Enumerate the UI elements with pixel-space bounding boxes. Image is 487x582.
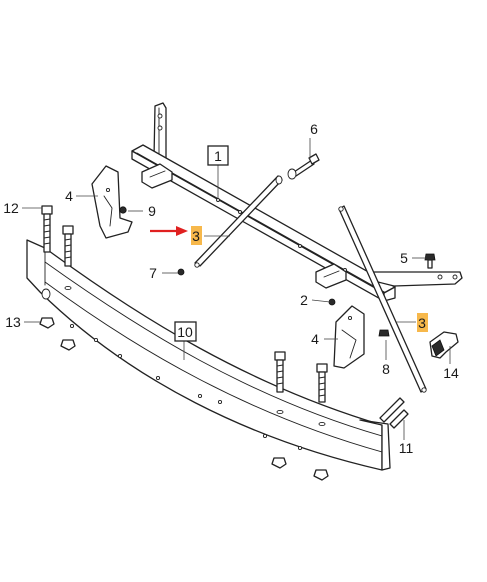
callout-3b: 3 (418, 315, 426, 331)
red-arrow-icon (150, 226, 188, 236)
callout-11: 11 (399, 440, 414, 456)
callout-4b: 4 (311, 331, 319, 347)
highlight-3a (191, 226, 202, 245)
callout-5: 5 (400, 250, 408, 266)
callout-1: 1 (214, 148, 222, 164)
bolt-10a (274, 351, 286, 393)
callout-8: 8 (382, 361, 390, 377)
upper-cross-member (131, 102, 463, 302)
callout-3a: 3 (192, 228, 200, 244)
sensor-14 (429, 331, 459, 359)
callout-13: 13 (5, 314, 21, 330)
callout-10: 10 (177, 324, 193, 340)
nut-9 (119, 206, 127, 214)
highlight-3b (417, 313, 428, 332)
callout-4a: 4 (65, 188, 73, 204)
bolt-12 (41, 205, 53, 253)
bolt-10b (316, 363, 328, 403)
callout-12: 12 (3, 200, 19, 216)
bolt-8 (378, 329, 390, 337)
bracket-left (91, 165, 133, 239)
callout-box-1 (207, 145, 229, 166)
bolt-12b (62, 225, 74, 267)
bolt-5 (424, 253, 436, 269)
nut-7 (177, 268, 185, 276)
callout-9: 9 (148, 203, 156, 219)
callout-7: 7 (149, 265, 157, 281)
callout-14: 14 (443, 365, 459, 381)
callout-box-10 (174, 321, 197, 342)
bolt-6 (275, 153, 320, 185)
callout-2: 2 (300, 292, 308, 308)
bumper-reinforcement (26, 239, 391, 471)
nut-13 (39, 317, 329, 481)
brace-right (338, 205, 427, 393)
callout-6: 6 (310, 121, 318, 137)
leader-lines (22, 138, 451, 440)
bolt-11 (379, 397, 409, 429)
bracket-right (333, 305, 365, 369)
